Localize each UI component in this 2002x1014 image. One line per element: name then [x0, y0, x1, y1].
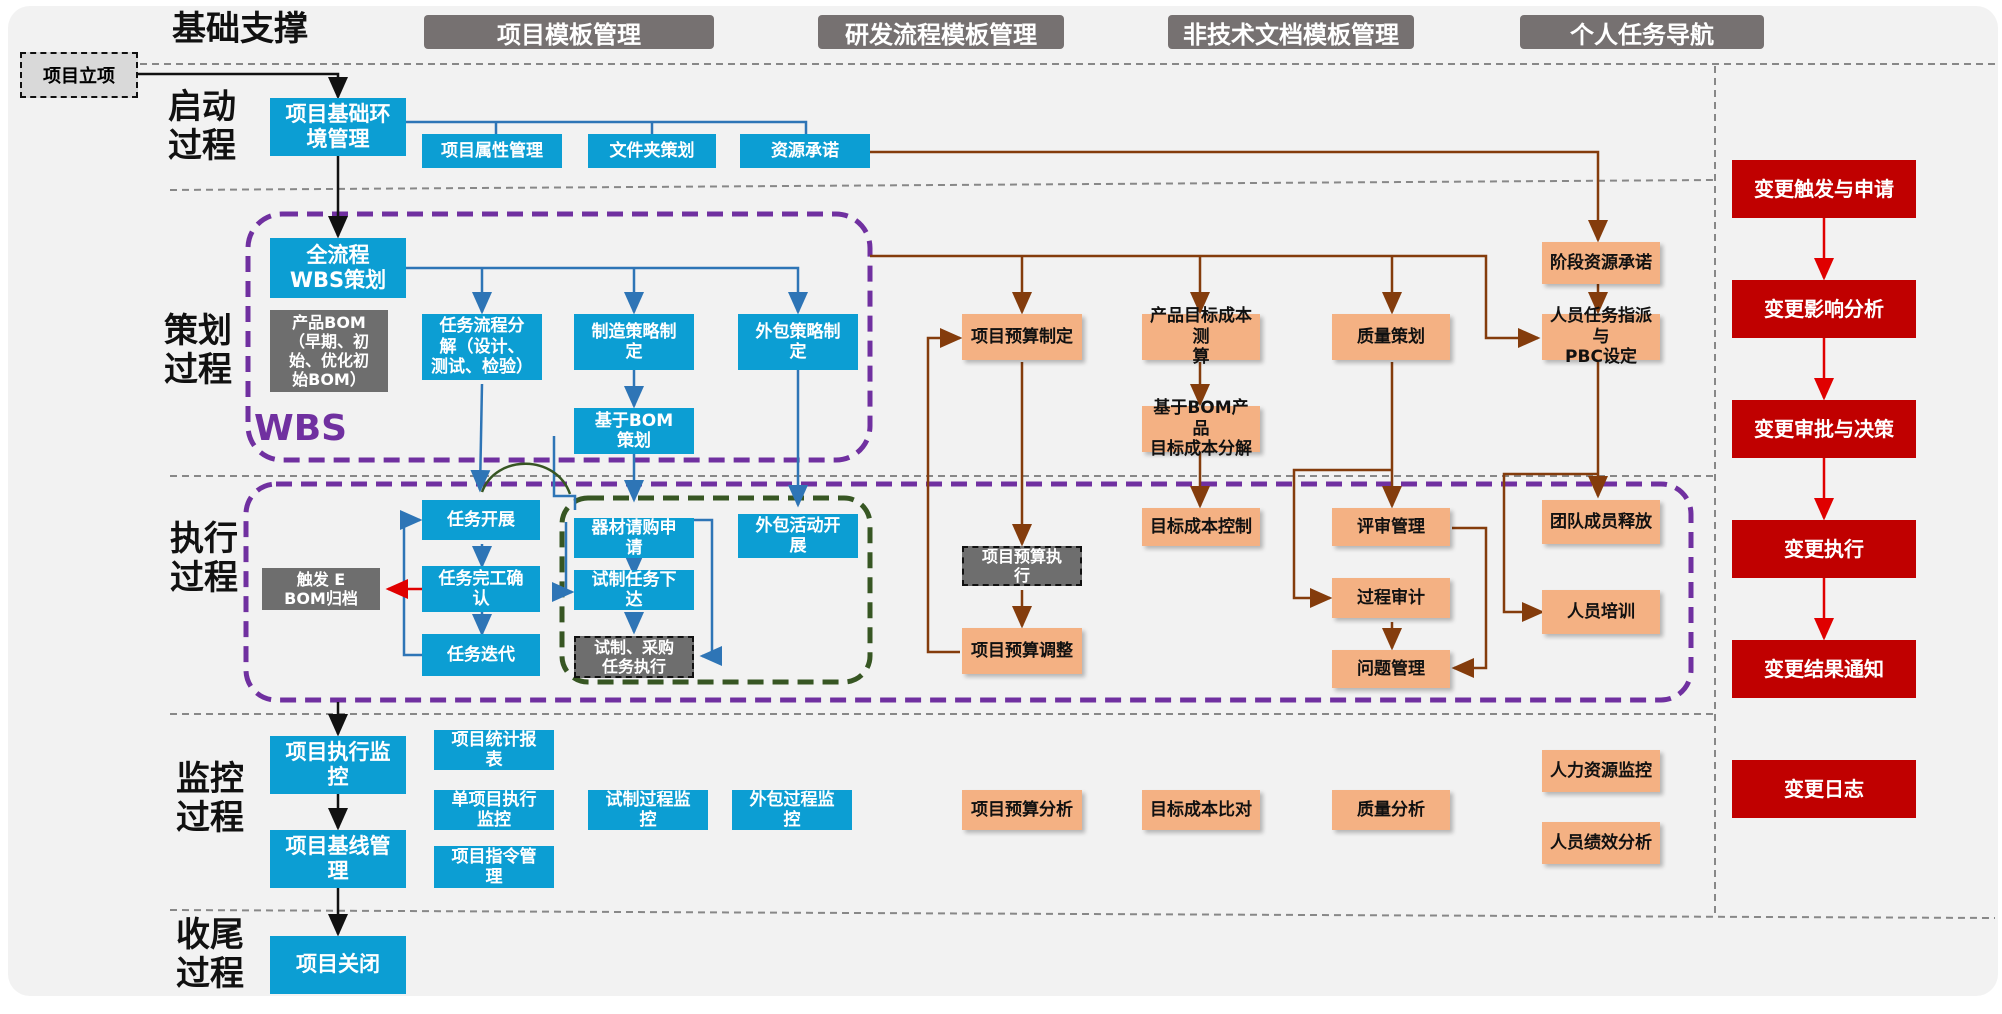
page-title: 基础支撑 — [172, 9, 308, 49]
node-budget-analysis[interactable]: 项目预算分析 — [962, 790, 1082, 830]
node-baseline-mgmt[interactable]: 项目基线管 理 — [270, 830, 406, 888]
stage-closing: 收尾 过程 — [176, 915, 244, 995]
node-process-audit[interactable]: 过程审计 — [1332, 578, 1450, 618]
node-staff-assign[interactable]: 人员任务指派与 PBC设定 — [1542, 306, 1660, 367]
node-budget-adjust[interactable]: 项目预算调整 — [962, 628, 1082, 674]
node-wbs-plan[interactable]: 全流程 WBS策划 — [270, 238, 406, 298]
node-trial-monitor[interactable]: 试制过程监 控 — [588, 790, 708, 830]
stage-execution: 执行 过程 — [170, 519, 238, 599]
change-trigger[interactable]: 变更触发与申请 — [1732, 160, 1916, 218]
tab-rd-process-templates[interactable]: 研发流程模板管理 — [818, 15, 1064, 49]
node-task-iterate[interactable]: 任务迭代 — [422, 634, 540, 676]
change-execute[interactable]: 变更执行 — [1732, 520, 1916, 578]
node-hr-monitor[interactable]: 人力资源监控 — [1542, 750, 1660, 792]
node-team-release[interactable]: 团队成员释放 — [1542, 500, 1660, 544]
tab-nontech-doc-templates[interactable]: 非技术文档模板管理 — [1168, 15, 1414, 49]
tab-project-templates[interactable]: 项目模板管理 — [424, 15, 714, 49]
node-product-bom[interactable]: 产品BOM （早期、初 始、优化初 始BOM） — [270, 310, 388, 392]
node-project-close[interactable]: 项目关闭 — [270, 936, 406, 994]
node-quality-analysis[interactable]: 质量分析 — [1332, 790, 1450, 830]
node-cost-estimate[interactable]: 产品目标成本测 算 — [1142, 306, 1260, 367]
node-equip-purchase[interactable]: 器材请购申 请 — [574, 518, 694, 558]
stage-planning: 策划 过程 — [164, 311, 232, 391]
wbs-label: WBS — [254, 408, 348, 449]
node-budget-make[interactable]: 项目预算制定 — [962, 314, 1082, 360]
node-budget-exec[interactable]: 项目预算执 行 — [962, 546, 1082, 586]
node-quality-plan[interactable]: 质量策划 — [1332, 314, 1450, 360]
node-project-attr[interactable]: 项目属性管理 — [422, 134, 562, 168]
node-mfg-strategy[interactable]: 制造策略制 定 — [574, 314, 694, 370]
tab-personal-task-nav[interactable]: 个人任务导航 — [1520, 15, 1764, 49]
node-task-confirm[interactable]: 任务完工确 认 — [422, 566, 540, 612]
node-exec-monitor[interactable]: 项目执行监 控 — [270, 736, 406, 794]
change-approval[interactable]: 变更审批与决策 — [1732, 400, 1916, 458]
node-cost-decompose[interactable]: 基于BOM产品 目标成本分解 — [1142, 398, 1260, 459]
node-outsource-monitor[interactable]: 外包过程监 控 — [732, 790, 852, 830]
change-impact[interactable]: 变更影响分析 — [1732, 280, 1916, 338]
stage-initiation: 启动 过程 — [168, 87, 236, 167]
node-task-start[interactable]: 任务开展 — [422, 500, 540, 540]
node-resource-commit[interactable]: 资源承诺 — [740, 134, 870, 168]
change-log[interactable]: 变更日志 — [1732, 760, 1916, 818]
node-single-monitor[interactable]: 单项目执行 监控 — [434, 790, 554, 830]
node-bom-plan[interactable]: 基于BOM 策划 — [574, 408, 694, 454]
node-outsource-strategy[interactable]: 外包策略制 定 — [738, 314, 858, 370]
node-stage-resource[interactable]: 阶段资源承诺 — [1542, 242, 1660, 284]
node-staff-training[interactable]: 人员培训 — [1542, 590, 1660, 634]
node-perf-analysis[interactable]: 人员绩效分析 — [1542, 822, 1660, 864]
node-stat-report[interactable]: 项目统计报 表 — [434, 730, 554, 770]
node-command-mgmt[interactable]: 项目指令管 理 — [434, 846, 554, 888]
node-cost-compare[interactable]: 目标成本比对 — [1142, 790, 1260, 830]
node-cost-control[interactable]: 目标成本控制 — [1142, 508, 1260, 546]
node-review-mgmt[interactable]: 评审管理 — [1332, 508, 1450, 546]
node-outsource-exec[interactable]: 外包活动开 展 — [738, 514, 858, 558]
stage-monitoring: 监控 过程 — [176, 759, 244, 839]
node-project-env[interactable]: 项目基础环 境管理 — [270, 98, 406, 156]
node-trial-exec[interactable]: 试制、采购 任务执行 — [574, 636, 694, 678]
change-notify[interactable]: 变更结果通知 — [1732, 640, 1916, 698]
node-ebom-archive[interactable]: 触发 E BOM归档 — [262, 568, 380, 610]
node-folder-plan[interactable]: 文件夹策划 — [588, 134, 716, 168]
node-trial-task[interactable]: 试制任务下 达 — [574, 570, 694, 610]
project-initiation-node[interactable]: 项目立项 — [20, 52, 138, 98]
node-task-flow[interactable]: 任务流程分 解（设计、 测试、检验） — [422, 314, 542, 380]
node-issue-mgmt[interactable]: 问题管理 — [1332, 650, 1450, 688]
